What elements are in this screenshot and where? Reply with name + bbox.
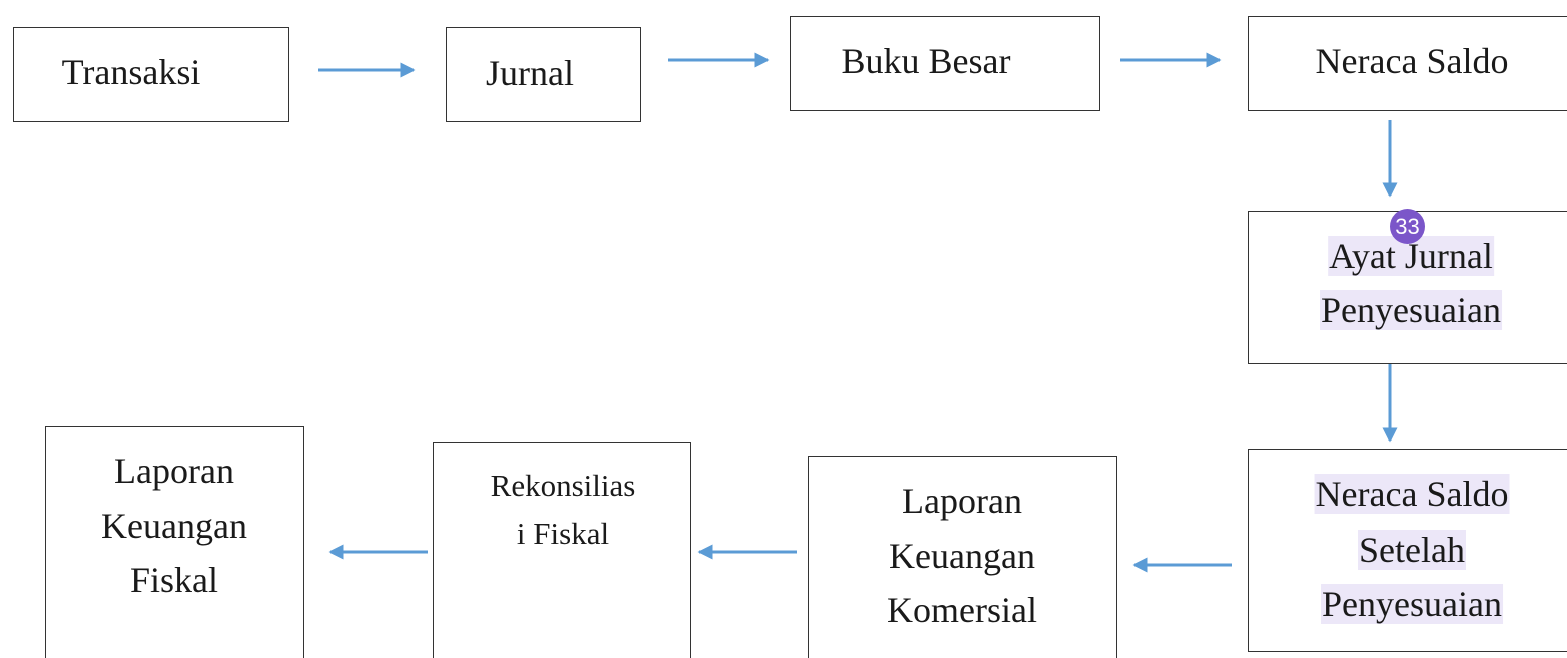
node-rekonsiliasi-line-1: Rekonsilias	[490, 468, 636, 503]
node-neraca-setelah-line-1: Neraca Saldo	[1314, 474, 1510, 514]
node-transaksi-label: Transaksi	[61, 52, 201, 92]
node-transaksi	[13, 27, 289, 122]
node-jurnal	[446, 27, 641, 122]
node-laporan-fiskal-line-2: Keuangan	[101, 506, 247, 546]
node-laporan-komersial-line-3: Komersial	[887, 590, 1037, 630]
node-rekonsiliasi-fiskal	[433, 442, 691, 658]
node-laporan-keuangan-fiskal	[45, 426, 304, 658]
node-laporan-komersial-line-2: Keuangan	[889, 536, 1035, 576]
node-laporan-fiskal-line-1: Laporan	[114, 451, 234, 491]
node-buku-besar	[790, 16, 1100, 111]
highlight-span: Setelah	[1358, 530, 1466, 570]
annotation-badge[interactable]: 33	[1390, 209, 1425, 244]
node-buku-besar-label: Buku Besar	[841, 41, 1011, 81]
node-laporan-fiskal-line-3: Fiskal	[129, 560, 219, 600]
node-neraca-saldo	[1248, 16, 1567, 111]
node-laporan-keuangan-komersial	[808, 456, 1117, 658]
node-neraca-saldo-label: Neraca Saldo	[1315, 41, 1509, 81]
node-laporan-komersial-line-1: Laporan	[902, 481, 1022, 521]
node-neraca-setelah-line-3: Penyesuaian	[1321, 584, 1503, 624]
node-jurnal-label: Jurnal	[486, 53, 574, 93]
highlight-span: Neraca Saldo	[1314, 474, 1510, 514]
highlight-span: Penyesuaian	[1321, 584, 1503, 624]
highlight-span: Penyesuaian	[1320, 290, 1502, 330]
node-neraca-setelah-line-2: Setelah	[1358, 530, 1466, 570]
node-rekonsiliasi-line-2: i Fiskal	[516, 516, 610, 551]
node-ayat-jurnal-line-2: Penyesuaian	[1320, 290, 1502, 330]
